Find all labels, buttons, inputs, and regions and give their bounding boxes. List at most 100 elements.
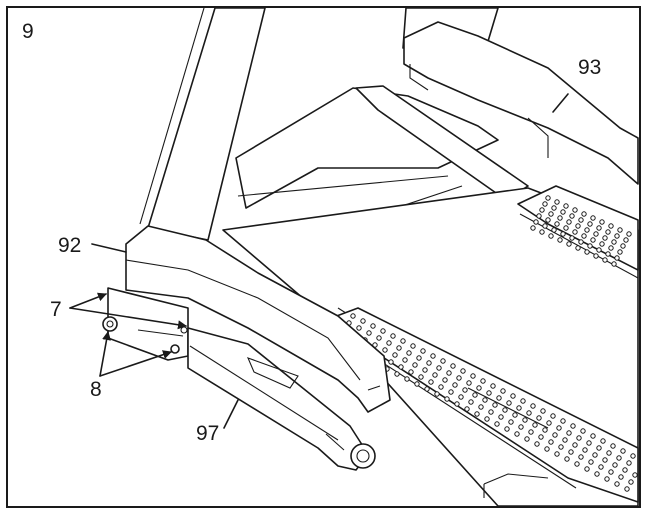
rail-perforation-dot <box>480 378 486 384</box>
rail-perforation-dot <box>626 460 632 466</box>
leg-base <box>187 327 376 471</box>
left-upright <box>139 8 266 241</box>
rail-perforation-dot <box>550 413 556 419</box>
rail-perforation-dot <box>442 377 448 383</box>
rail-perforation-dot <box>608 469 614 475</box>
rail-perforation-dot <box>396 345 402 351</box>
rail-perforation-dot <box>514 431 520 437</box>
rail-perforation-dot <box>545 195 551 201</box>
rail-perforation-dot <box>428 379 434 385</box>
rail-perforation-dot <box>506 400 512 406</box>
rail-perforation-dot <box>458 394 464 400</box>
callout-93: 93 <box>578 56 601 79</box>
rail-perforation-dot <box>628 479 634 485</box>
rail-perforation-dot <box>564 456 570 462</box>
rail-perforation-dot <box>566 241 572 247</box>
rail-perforation-dot <box>560 209 566 215</box>
rail-perforation-dot <box>530 403 536 409</box>
frame-cover <box>125 225 391 413</box>
rail-perforation-dot <box>540 408 546 414</box>
rail-perforation-dot <box>498 414 504 420</box>
rail-perforation-dot <box>562 437 568 443</box>
rail-perforation-dot <box>350 313 356 319</box>
rail-perforation-dot <box>604 476 610 482</box>
rail-perforation-dot <box>512 412 518 418</box>
rail-perforation-dot <box>599 219 605 225</box>
rail-perforation-dot <box>542 201 548 207</box>
rail-perforation-dot <box>484 416 490 422</box>
rail-perforation-dot <box>574 461 580 467</box>
rail-perforation-dot <box>464 406 470 412</box>
rail-perforation-dot <box>557 237 563 243</box>
rail-perforation-dot <box>462 387 468 393</box>
callout-97: 97 <box>196 422 219 445</box>
leader-lines <box>69 93 569 429</box>
rail-perforation-dot <box>560 231 566 237</box>
rail-perforation-dot <box>622 467 628 473</box>
rail-perforation-dot <box>496 395 502 401</box>
rail-perforation-dot <box>584 249 590 255</box>
rail-perforation-dot <box>386 340 392 346</box>
rail-perforation-dot <box>530 225 536 231</box>
rail-perforation-dot <box>504 426 510 432</box>
rail-perforation-dot <box>528 429 534 435</box>
rail-perforation-dot <box>500 388 506 394</box>
rail-perforation-dot <box>608 245 614 251</box>
rail-perforation-dot <box>611 239 617 245</box>
rail-perforation-dot <box>522 417 528 423</box>
rail-perforation-dot <box>551 227 557 233</box>
rail-perforation-dot <box>474 411 480 417</box>
rail-perforation-dot <box>406 350 412 356</box>
rail-perforation-dot <box>557 215 563 221</box>
rail-perforation-dot <box>560 418 566 424</box>
rail-perforation-dot <box>456 375 462 381</box>
rail-perforation-dot <box>472 392 478 398</box>
rail-perforation-dot <box>536 415 542 421</box>
callout-92: 92 <box>58 234 81 257</box>
rail-perforation-dot <box>476 385 482 391</box>
rail-perforation-dot <box>584 227 590 233</box>
rail-perforation-dot <box>575 223 581 229</box>
rail-perforation-dot <box>382 347 388 353</box>
rail-perforation-dot <box>422 367 428 373</box>
rail-perforation-dot <box>623 237 629 243</box>
rail-perforation-dot <box>398 364 404 370</box>
frame-side-plate <box>102 287 189 361</box>
rail-perforation-dot <box>600 438 606 444</box>
rail-perforation-dot <box>454 401 460 407</box>
rail-perforation-dot <box>539 207 545 213</box>
rail-perforation-dot <box>578 454 584 460</box>
rail-perforation-dot <box>488 409 494 415</box>
rail-perforation-dot <box>402 357 408 363</box>
rail-perforation-dot <box>520 398 526 404</box>
rail-perforation-dot <box>516 405 522 411</box>
rail-perforation-dot <box>376 335 382 341</box>
rail-perforation-dot <box>440 358 446 364</box>
rail-perforation-dot <box>404 376 410 382</box>
rail-perforation-dot <box>408 369 414 375</box>
rail-perforation-dot <box>620 448 626 454</box>
rail-perforation-dot <box>605 229 611 235</box>
rail-perforation-dot <box>388 359 394 365</box>
rail-perforation-dot <box>578 217 584 223</box>
rail-perforation-dot <box>586 440 592 446</box>
rail-perforation-dot <box>620 243 626 249</box>
rail-perforation-dot <box>568 449 574 455</box>
rail-perforation-dot <box>502 407 508 413</box>
floor-lines <box>483 473 549 498</box>
rail-perforation-dot <box>524 436 530 442</box>
rail-perforation-dot <box>616 455 622 461</box>
rail-perforation-dot <box>596 225 602 231</box>
rail-perforation-dot <box>380 328 386 334</box>
rail-perforation-dot <box>548 233 554 239</box>
left-foot-rail <box>325 307 639 503</box>
rail-perforation-dot <box>569 213 575 219</box>
rail-perforation-dot <box>414 381 420 387</box>
rail-perforation-dot <box>545 217 551 223</box>
rail-perforation-dot <box>400 338 406 344</box>
rail-perforation-dot <box>593 231 599 237</box>
rail-perforation-dot <box>412 362 418 368</box>
rail-perforation-dot <box>460 368 466 374</box>
rail-perforation-dot <box>566 430 572 436</box>
rail-perforation-dot <box>470 373 476 379</box>
